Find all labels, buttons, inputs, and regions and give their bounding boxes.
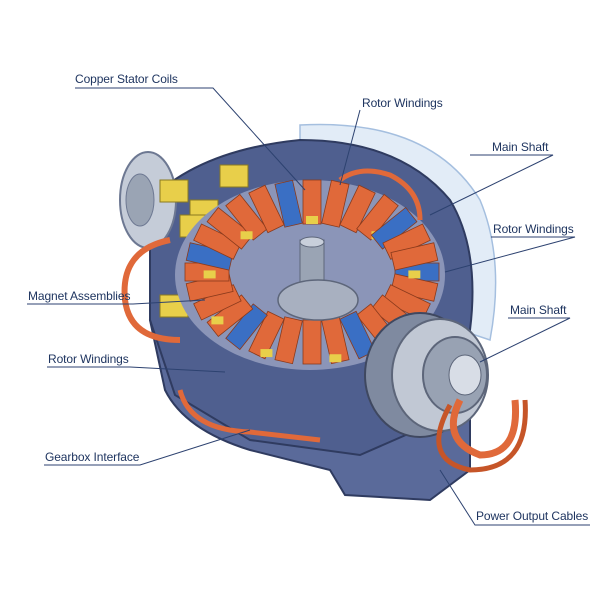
magnet-segment	[408, 270, 421, 279]
power-output-cable	[449, 398, 520, 459]
label-rotor-windings-right: Rotor Windings	[493, 222, 574, 236]
magnet-segment	[260, 349, 273, 358]
leader-lines	[27, 87, 590, 526]
label-magnet-assemblies: Magnet Assemblies	[28, 289, 131, 303]
label-gearbox-interface: Gearbox Interface	[45, 450, 140, 464]
side-cable	[121, 237, 181, 343]
label-rotor-windings-top: Rotor Windings	[362, 96, 443, 110]
shaft-hub	[277, 279, 359, 321]
stator-coil	[225, 193, 268, 241]
magnet-segment	[211, 316, 224, 325]
stator-coil	[248, 184, 285, 234]
magnet-block	[159, 179, 189, 203]
stator-coil	[274, 179, 303, 228]
stator-coil	[248, 310, 285, 360]
stator-coil	[339, 184, 376, 234]
output-shaft	[448, 354, 482, 396]
bottom-cable	[177, 389, 321, 443]
stator-coil	[193, 223, 242, 260]
magnet-segment	[306, 216, 318, 224]
magnet-segment	[203, 270, 216, 279]
label-main-shaft-right: Main Shaft	[510, 303, 567, 317]
stator-coil	[390, 242, 439, 271]
stator-coil-ring	[184, 179, 440, 365]
stator-coil	[274, 316, 303, 365]
stator-coil	[225, 303, 268, 351]
magnet-segment	[329, 354, 342, 363]
magnet-segment	[240, 231, 253, 240]
label-power-output-cables: Power Output Cables	[476, 509, 589, 523]
stator-coil	[382, 284, 431, 321]
power-output-cable	[436, 399, 528, 473]
label-main-shaft-top: Main Shaft	[492, 140, 549, 154]
label-rotor-windings-left: Rotor Windings	[48, 352, 129, 366]
label-copper-stator-coils: Copper Stator Coils	[75, 72, 178, 86]
top-cable	[338, 168, 423, 221]
magnet-block	[219, 164, 249, 188]
stator-coil	[302, 319, 322, 365]
stator-coil	[356, 193, 399, 241]
